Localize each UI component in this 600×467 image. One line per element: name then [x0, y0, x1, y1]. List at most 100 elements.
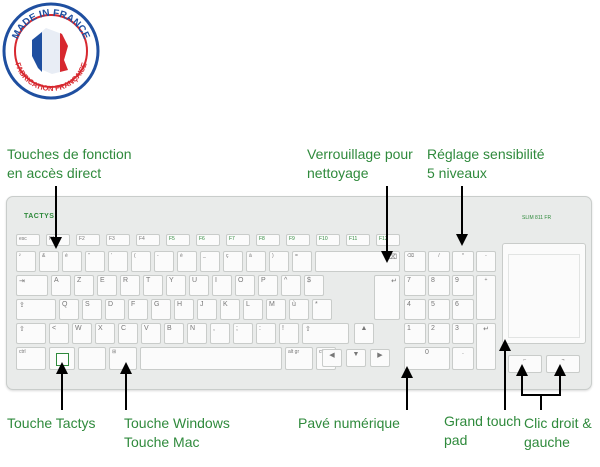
label-touchpad: Grand touch pad: [444, 413, 522, 448]
key-shift-right[interactable]: ⇧: [302, 323, 349, 344]
key-7[interactable]: è: [177, 251, 197, 272]
key-p[interactable]: P: [258, 275, 278, 296]
key-a[interactable]: A: [51, 275, 71, 296]
key-shift-left[interactable]: ⇧: [16, 323, 46, 344]
key-f[interactable]: F: [128, 299, 148, 320]
key-s[interactable]: S: [82, 299, 102, 320]
key-r[interactable]: R: [120, 275, 140, 296]
key-dollar[interactable]: $: [304, 275, 324, 296]
key-arrow-up[interactable]: ▲: [354, 323, 374, 344]
numpad-0[interactable]: 0: [404, 347, 450, 370]
key-o[interactable]: O: [235, 275, 255, 296]
key-paren[interactable]: ): [269, 251, 289, 272]
key-8[interactable]: _: [200, 251, 220, 272]
key-f10[interactable]: F10: [316, 234, 340, 246]
key-alt-left[interactable]: [78, 347, 106, 370]
key-arrow-down[interactable]: ▼: [346, 349, 366, 367]
numpad-5[interactable]: 5: [428, 299, 450, 320]
key-m[interactable]: M: [266, 299, 286, 320]
numpad-dot[interactable]: .: [452, 347, 474, 370]
numpad-8[interactable]: 8: [428, 275, 450, 296]
numpad-6[interactable]: 6: [452, 299, 474, 320]
key-comma[interactable]: ,: [210, 323, 230, 344]
key-z[interactable]: Z: [74, 275, 94, 296]
key-e[interactable]: E: [97, 275, 117, 296]
key-w[interactable]: W: [72, 323, 92, 344]
key-2[interactable]: é: [62, 251, 82, 272]
key-star[interactable]: *: [312, 299, 332, 320]
numpad-minus[interactable]: -: [476, 251, 496, 272]
key-5[interactable]: (: [131, 251, 151, 272]
key-h[interactable]: H: [174, 299, 194, 320]
key-i[interactable]: I: [212, 275, 232, 296]
key-f2[interactable]: F2: [76, 234, 100, 246]
key-space[interactable]: [140, 347, 282, 370]
numpad-4[interactable]: 4: [404, 299, 426, 320]
numpad-plus[interactable]: +: [476, 275, 496, 320]
numpad-backspace[interactable]: ⌫: [404, 251, 426, 272]
numpad-2[interactable]: 2: [428, 323, 450, 344]
numpad-7[interactable]: 7: [404, 275, 426, 296]
numpad-multiply[interactable]: *: [452, 251, 474, 272]
key-enter[interactable]: ↵: [374, 275, 400, 320]
key-6[interactable]: -: [154, 251, 174, 272]
numpad-3[interactable]: 3: [452, 323, 474, 344]
windows-icon: ⊞: [112, 349, 117, 355]
key-l[interactable]: L: [243, 299, 263, 320]
key-ctrl-left[interactable]: ctrl: [16, 347, 46, 370]
key-x[interactable]: X: [95, 323, 115, 344]
key-n[interactable]: N: [187, 323, 207, 344]
key-j[interactable]: J: [197, 299, 217, 320]
key-esc[interactable]: esc: [16, 234, 40, 246]
numpad-1[interactable]: 1: [404, 323, 426, 344]
label-function-keys: Touches de fonction en accès direct: [7, 146, 132, 181]
key-3[interactable]: ": [85, 251, 105, 272]
key-f5[interactable]: F5: [166, 234, 190, 246]
touchpad-surface: [508, 254, 580, 338]
key-arrow-left[interactable]: ◀: [322, 349, 342, 367]
key-equal[interactable]: =: [292, 251, 312, 272]
key-b[interactable]: B: [164, 323, 184, 344]
numpad-9[interactable]: 9: [452, 275, 474, 296]
key-colon[interactable]: :: [256, 323, 276, 344]
key-f9[interactable]: F9: [286, 234, 310, 246]
key-less[interactable]: <: [49, 323, 69, 344]
key-square[interactable]: ²: [16, 251, 36, 272]
key-d[interactable]: D: [105, 299, 125, 320]
key-q[interactable]: Q: [59, 299, 79, 320]
key-arrow-right[interactable]: ▶: [370, 349, 390, 367]
key-f8[interactable]: F8: [256, 234, 280, 246]
key-y[interactable]: Y: [166, 275, 186, 296]
key-0[interactable]: à: [246, 251, 266, 272]
key-caret[interactable]: ^: [281, 275, 301, 296]
label-tactys-key: Touche Tactys: [7, 415, 96, 431]
key-f7[interactable]: F7: [226, 234, 250, 246]
key-g[interactable]: G: [151, 299, 171, 320]
key-k[interactable]: K: [220, 299, 240, 320]
key-f11[interactable]: F11: [346, 234, 370, 246]
label-windows-key: Touche Windows Touche Mac: [124, 415, 230, 450]
label-sensitivity: Réglage sensibilité 5 niveaux: [427, 146, 545, 181]
numpad-enter[interactable]: ↵: [476, 323, 496, 370]
key-capslock[interactable]: ⇪: [16, 299, 56, 320]
key-v[interactable]: V: [141, 323, 161, 344]
key-9[interactable]: ç: [223, 251, 243, 272]
key-exclaim[interactable]: !: [279, 323, 299, 344]
key-alt-gr[interactable]: alt gr: [285, 347, 313, 370]
key-f6[interactable]: F6: [196, 234, 220, 246]
key-tab[interactable]: ⇥: [16, 275, 48, 296]
numpad-divide[interactable]: /: [428, 251, 450, 272]
key-semicolon[interactable]: ;: [233, 323, 253, 344]
key-f4[interactable]: F4: [136, 234, 160, 246]
key-t[interactable]: T: [143, 275, 163, 296]
key-4[interactable]: ': [108, 251, 128, 272]
key-1[interactable]: &: [39, 251, 59, 272]
key-backspace[interactable]: ⌫: [315, 251, 400, 272]
touchpad[interactable]: [502, 243, 586, 344]
key-c[interactable]: C: [118, 323, 138, 344]
label-clicks: Clic droit & gauche: [524, 415, 592, 450]
key-u[interactable]: U: [189, 275, 209, 296]
key-u-grave[interactable]: ù: [289, 299, 309, 320]
key-f3[interactable]: F3: [106, 234, 130, 246]
